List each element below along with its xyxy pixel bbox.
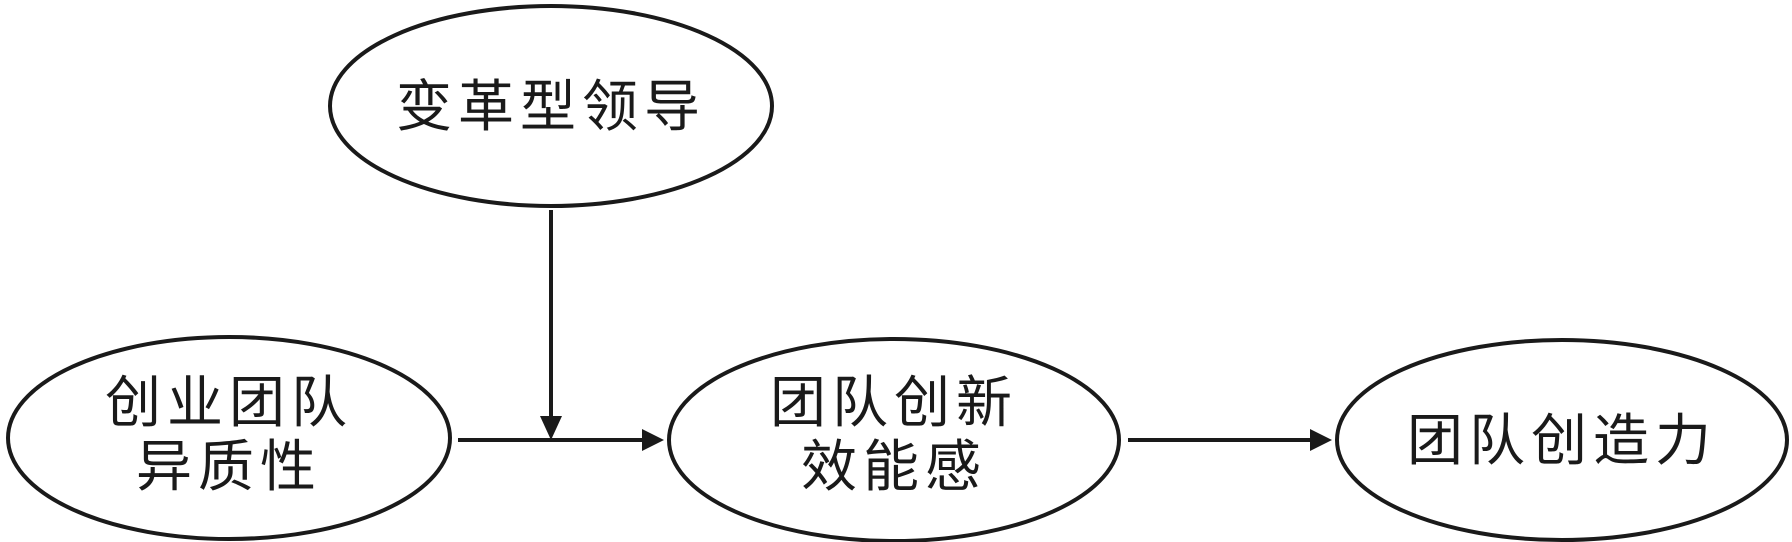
node-label-leadership: 变革型领导 [396,75,706,140]
node-transformational-leadership: 变革型领导 [328,4,774,208]
edge-leadership-moderation [540,210,562,440]
arrow-head-moderation [540,416,562,440]
node-ellipse-heterogeneity [6,335,452,541]
edge-heterogeneity-to-efficacy [458,429,664,451]
arrow-head-creativity [1310,429,1332,451]
node-ellipse-efficacy [667,337,1121,542]
node-ellipse-creativity [1335,338,1789,542]
node-label-efficacy-line2: 效能感 [801,435,987,500]
node-label-heterogeneity-line2: 异质性 [136,435,322,500]
node-team-creativity: 团队创造力 [1335,338,1789,542]
node-label-creativity: 团队创造力 [1407,409,1717,474]
node-label-heterogeneity-line1: 创业团队 [105,371,353,436]
node-ellipse-leadership [328,4,774,208]
arrow-head-efficacy [642,429,664,451]
edge-efficacy-to-creativity [1128,429,1332,451]
node-team-heterogeneity: 创业团队 异质性 [6,335,452,541]
node-team-innovation-efficacy: 团队创新 效能感 [667,337,1121,542]
node-label-efficacy-line1: 团队创新 [770,371,1018,436]
